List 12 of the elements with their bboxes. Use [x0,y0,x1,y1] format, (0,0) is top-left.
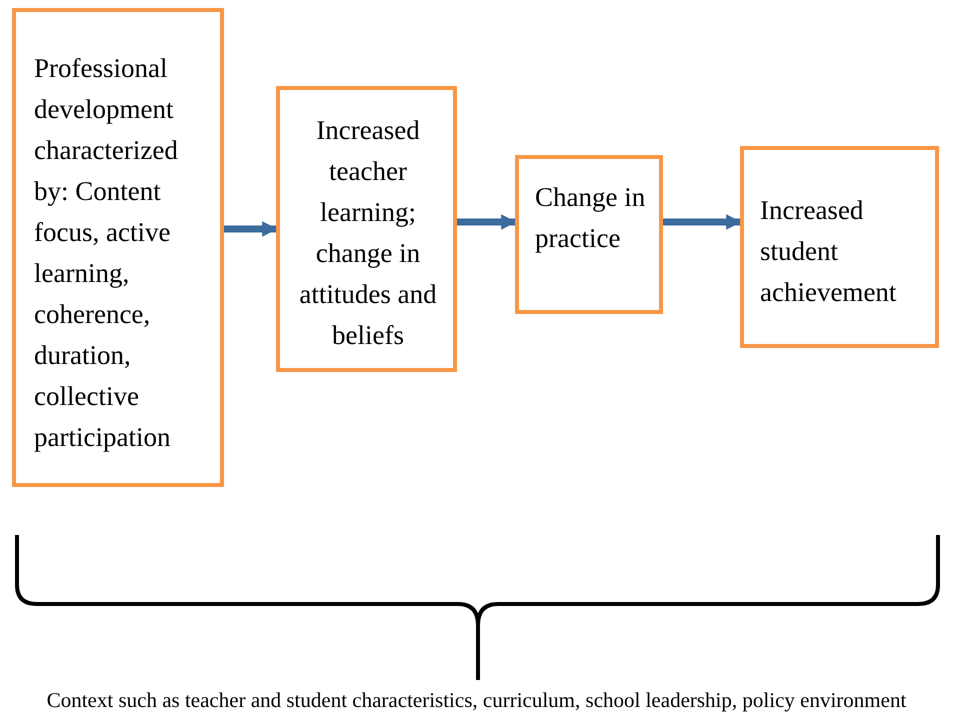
arrow [457,214,517,230]
process-box [276,86,457,372]
process-box [12,8,224,487]
arrow [224,221,278,237]
arrow [663,214,742,230]
box-text: Increased teacher learning; change in attitudes and beliefs [298,114,438,352]
process-box [515,155,663,314]
process-box [740,146,939,348]
box-text: Increased student achievement [760,194,898,309]
caption-text: Context such as teacher and student characteristics, curriculum, school leadership, policy environment [46,688,908,713]
box-text: Professional development characterized by: Content focus, active learning, coherence, duration, collective participation [34,52,179,454]
box-text: Change in practice [535,181,646,255]
